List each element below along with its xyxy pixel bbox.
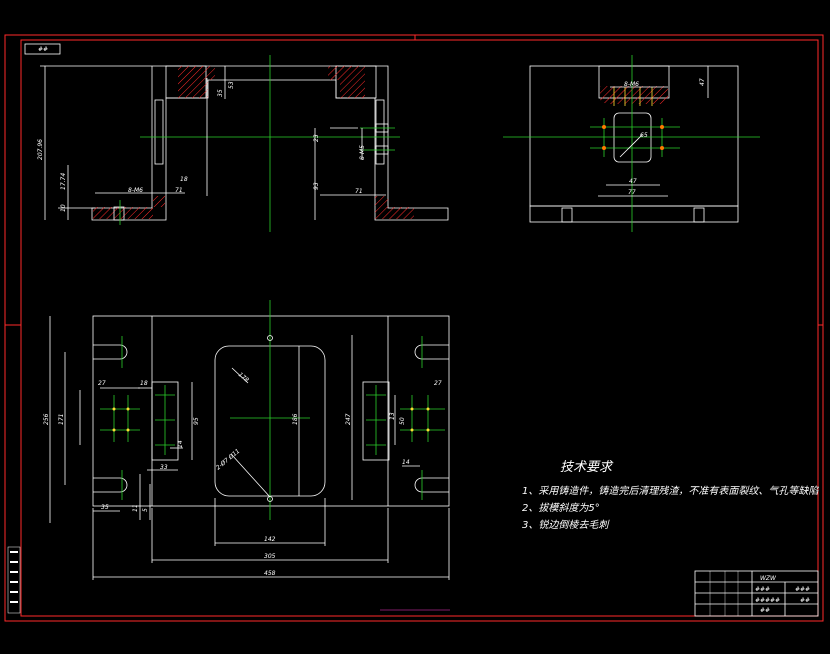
front-section-view[interactable]: 207.96 17.74 10 8-M6 71 18 35 53 23 8-M5… [37, 55, 449, 232]
dim-14a: 14 [177, 440, 184, 448]
title-block-cell-2: ### [755, 597, 770, 604]
dim-142: 142 [264, 536, 276, 543]
dim-458: 458 [264, 570, 276, 577]
dim-left-height: 17.74 [60, 173, 67, 190]
title-block-scale: ## [800, 597, 810, 604]
dim-35: 35 [217, 89, 224, 97]
dim-171: 171 [58, 414, 65, 425]
dim-r65: 65 [640, 132, 648, 139]
dim-53: 53 [228, 81, 235, 89]
sheet-border [4, 34, 824, 622]
dim-5: 5 [142, 508, 149, 512]
dim-71b: 71 [355, 188, 363, 195]
dim-thread-m5: 8-M5 [359, 145, 366, 160]
dim-14b: 14 [402, 459, 410, 466]
dim-186: 186 [292, 413, 299, 425]
dim-r178: 178 [237, 371, 250, 384]
dim-18a: 18 [140, 380, 148, 387]
dim-11: 11 [132, 504, 139, 512]
dim-thread-m6: 8-M6 [128, 187, 143, 194]
title-block: WZW ### ## ### ### ## ## [694, 570, 819, 617]
dim-33: 33 [160, 464, 168, 471]
dim-247: 247 [345, 413, 352, 425]
dim-27a: 27 [98, 380, 106, 387]
dim-305: 305 [264, 553, 276, 560]
dim-77: 77 [628, 189, 636, 196]
dim-h10: 10 [60, 204, 67, 212]
plan-view[interactable]: 256 171 27 18 178 95 186 247 27 13 50 14… [43, 300, 450, 580]
dim-13: 13 [389, 412, 396, 420]
dim-holes: 2-Ø7 Ø11 [215, 448, 242, 472]
dim-thread-m6-side: 8-M6 [624, 81, 639, 88]
dim-95: 95 [193, 417, 200, 425]
title-block-cell-4: ## [760, 607, 770, 614]
dim-overall-height: 207.96 [37, 139, 44, 160]
side-view[interactable]: 8-M6 47 65 47 77 [503, 55, 760, 232]
corner-tag-text: ## [38, 46, 48, 53]
tech-req-item-2: 2、拔模斜度为5° [522, 502, 600, 514]
revision-strip [7, 546, 21, 614]
dim-47-horizontal: 47 [629, 178, 637, 185]
dim-47-vertical: 47 [699, 78, 706, 86]
technical-requirements: 技术要求 1、采用铸造件，铸造完后清理残渣，不准有表面裂纹、气孔等缺陷 2、拔模… [522, 460, 819, 531]
dim-93: 93 [313, 182, 320, 190]
title-block-name: WZW [760, 575, 777, 582]
dim-23: 23 [313, 134, 320, 142]
tech-req-title: 技术要求 [560, 460, 614, 475]
title-block-cell-1: ### [755, 586, 770, 593]
dim-18: 18 [180, 176, 188, 183]
corner-tag-box: ## [24, 43, 61, 55]
dim-50: 50 [399, 417, 406, 425]
dim-35: 35 [101, 504, 109, 511]
dim-71a: 71 [175, 187, 183, 194]
dim-27b: 27 [434, 380, 442, 387]
tech-req-item-3: 3、锐边倒棱去毛刺 [522, 519, 610, 531]
tech-req-item-1: 1、采用铸造件，铸造完后清理残渣，不准有表面裂纹、气孔等缺陷 [522, 485, 819, 497]
title-block-cell-3: ## [770, 597, 780, 604]
title-block-code: ### [795, 586, 810, 593]
dim-256: 256 [43, 413, 50, 425]
